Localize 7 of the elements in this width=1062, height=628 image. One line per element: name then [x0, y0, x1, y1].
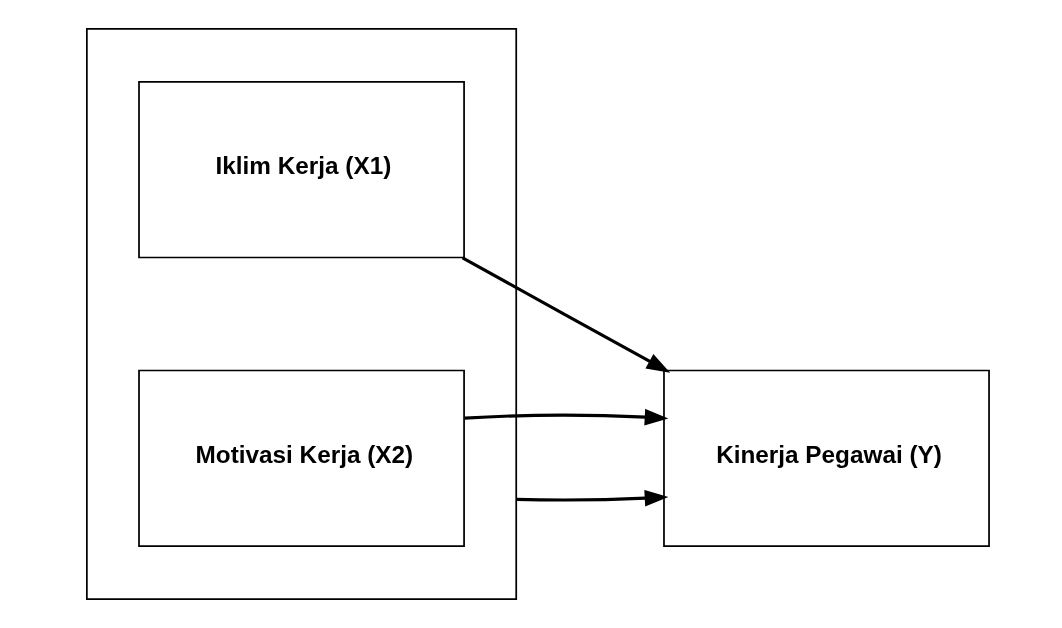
- node-box: Kinerja Pegawai (Y): [663, 369, 990, 547]
- cluster: [86, 28, 518, 600]
- node-box: Motivasi Kerja (X2): [138, 369, 465, 547]
- node-box: Iklim Kerja (X1): [138, 81, 465, 259]
- arrow: [516, 489, 669, 507]
- arrow: [461, 256, 671, 373]
- arrow: [464, 408, 669, 426]
